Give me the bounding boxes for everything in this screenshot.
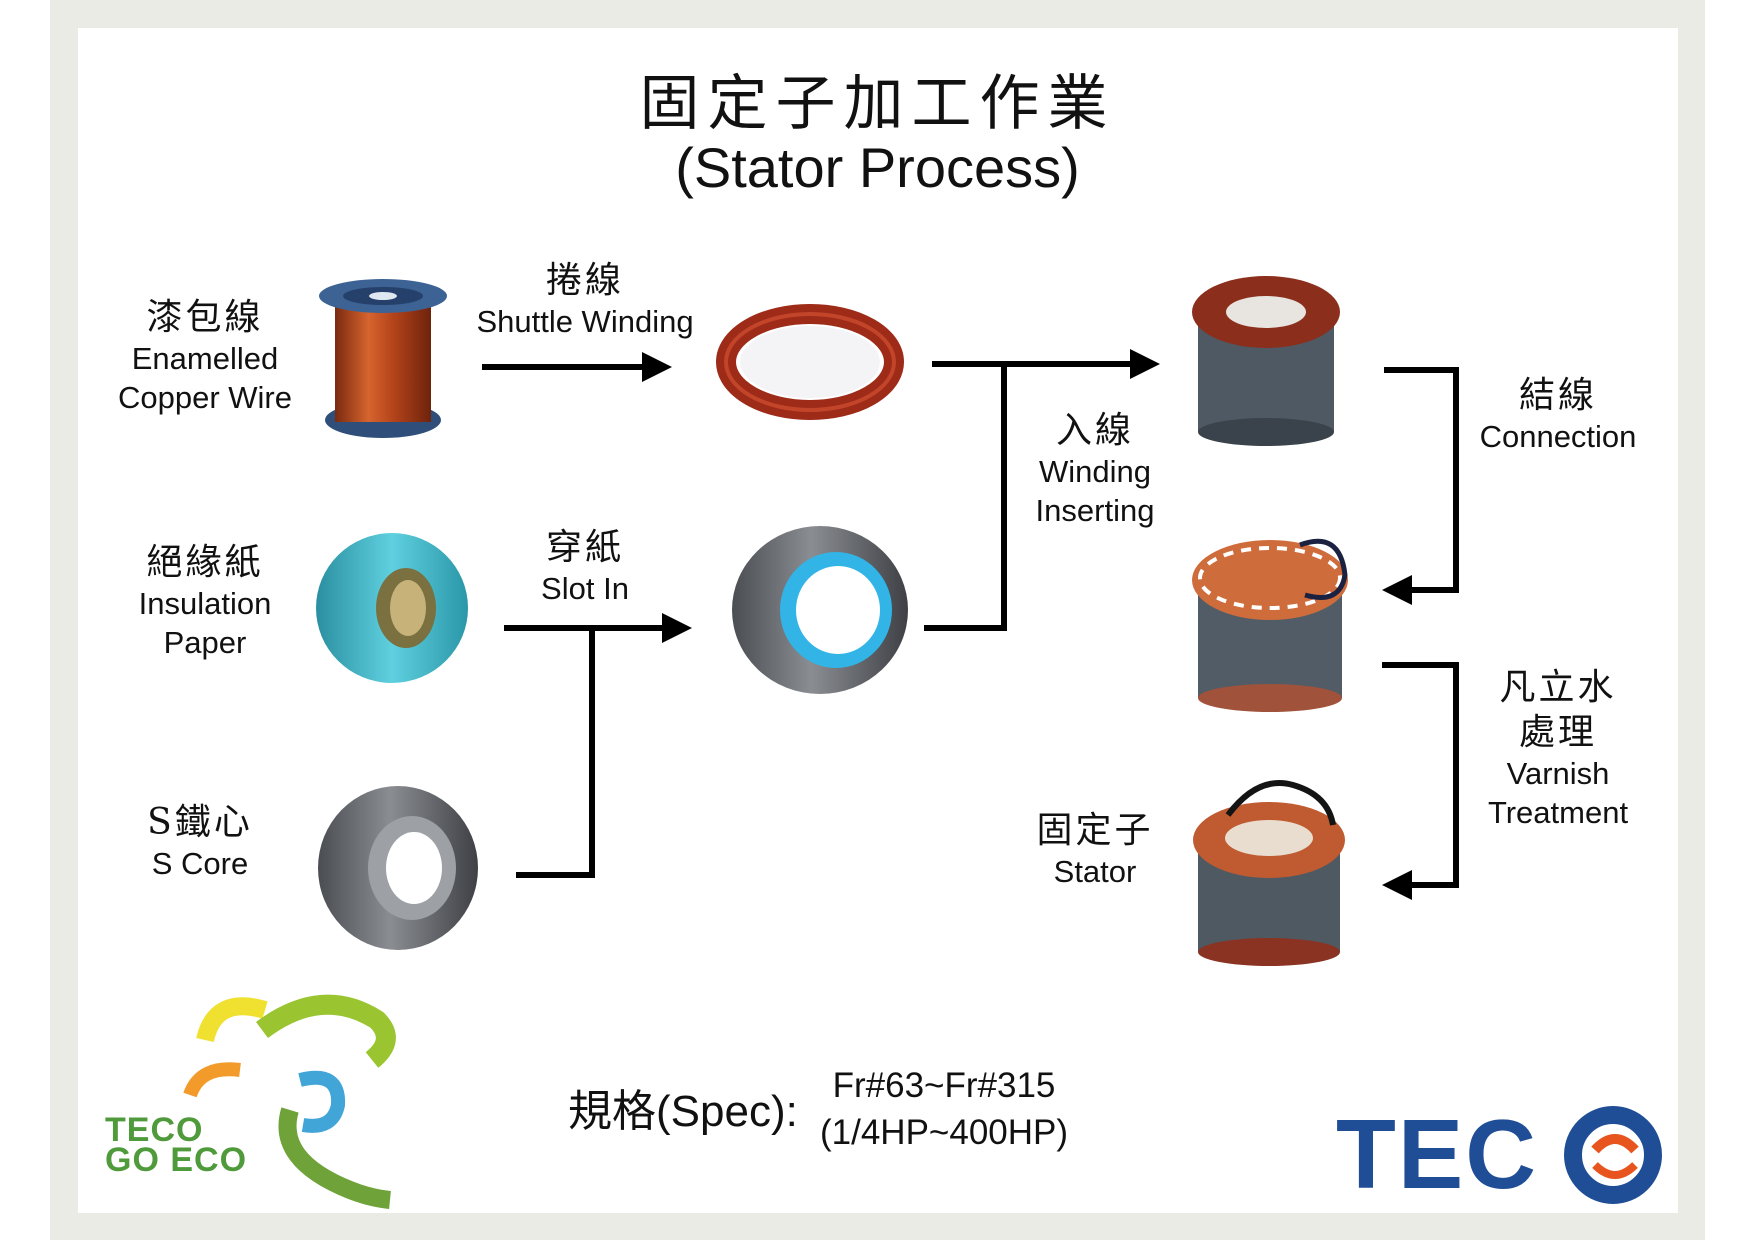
connected-stator-image: [1192, 538, 1348, 712]
stator-en: Stator: [1053, 854, 1137, 889]
label-stator: 固定子 Stator: [1020, 808, 1170, 892]
connection-cn: 結線: [1518, 375, 1597, 416]
copper-wire-en1: Enamelled: [131, 341, 279, 376]
shuttle-winding-cn: 捲線: [545, 260, 624, 301]
copper-wire-en2: Copper Wire: [118, 379, 292, 415]
label-connection: 結線 Connection: [1468, 373, 1648, 457]
insulation-paper-image: [316, 533, 468, 683]
winding-inserting-en1: Winding: [1039, 454, 1151, 489]
arrow-varnish: [1382, 662, 1459, 900]
label-shuttle-winding: 捲線 Shuttle Winding: [455, 258, 715, 342]
insulation-paper-cn: 絕緣紙: [146, 542, 264, 583]
shuttle-winding-en: Shuttle Winding: [476, 304, 694, 339]
title-english: (Stator Process): [675, 136, 1080, 199]
connector-core-to-inserting: [924, 364, 1007, 631]
stator-cn: 固定子: [1036, 810, 1154, 851]
teco-o-swirl-icon: [1564, 1106, 1662, 1204]
eco-line2: GO ECO: [105, 1141, 248, 1179]
varnish-cn1: 凡立水: [1499, 667, 1617, 708]
label-s-core: S鐵心 S Core: [110, 800, 290, 884]
connection-en: Connection: [1479, 419, 1637, 454]
spec-frame-range: Fr#63~Fr#315: [832, 1066, 1056, 1105]
copper-wire-spool-image: [319, 279, 447, 438]
finished-stator-image: [1193, 780, 1345, 966]
eco-line1: TECO: [105, 1111, 204, 1149]
s-core-cn: S鐵心: [147, 802, 253, 843]
teco-go-eco-logo-icon: [183, 994, 396, 1209]
teco-brand-logo: TECO: [1336, 1098, 1616, 1211]
inserted-winding-stator-image: [1192, 276, 1340, 446]
title-chinese: 固定子加工作業: [639, 69, 1116, 139]
wound-coil-image: [716, 304, 904, 420]
label-insulation-paper: 絕緣紙 Insulation Paper: [100, 540, 310, 663]
varnish-en2: Treatment: [1487, 794, 1629, 830]
arrow-connection: [1382, 367, 1459, 605]
s-core-image: [318, 786, 478, 950]
spec-hp-range: (1/4HP~400HP): [820, 1113, 1069, 1153]
s-core-en: S Core: [151, 846, 249, 881]
winding-inserting-en2: Inserting: [1035, 492, 1155, 528]
label-winding-inserting: 入線 Winding Inserting: [1010, 408, 1180, 531]
teco-brand-text: TECO: [1336, 1099, 1538, 1209]
insulation-paper-en1: Insulation: [138, 586, 272, 621]
spec-label: 規格(Spec):: [568, 1087, 798, 1136]
insulation-paper-en2: Paper: [163, 624, 247, 660]
copper-wire-cn: 漆包線: [146, 297, 264, 338]
varnish-cn2: 處理: [1518, 712, 1597, 753]
flow-connectors: [482, 349, 1459, 900]
varnish-en1: Varnish: [1506, 756, 1610, 791]
teco-go-eco-logo-text: TECO GO ECO: [105, 1111, 248, 1179]
winding-inserting-cn: 入線: [1055, 410, 1134, 451]
connector-score-to-slot: [516, 628, 595, 878]
core-with-insulation-image: [732, 526, 908, 694]
slot-in-en: Slot In: [541, 571, 629, 606]
label-varnish-treatment: 凡立水 處理 Varnish Treatment: [1468, 665, 1648, 833]
label-slot-in: 穿紙 Slot In: [495, 525, 675, 609]
label-copper-wire: 漆包線 Enamelled Copper Wire: [95, 295, 315, 418]
slot-in-cn: 穿紙: [545, 527, 624, 568]
spec-values: Fr#63~Fr#315 (1/4HP~400HP): [820, 1062, 1068, 1157]
